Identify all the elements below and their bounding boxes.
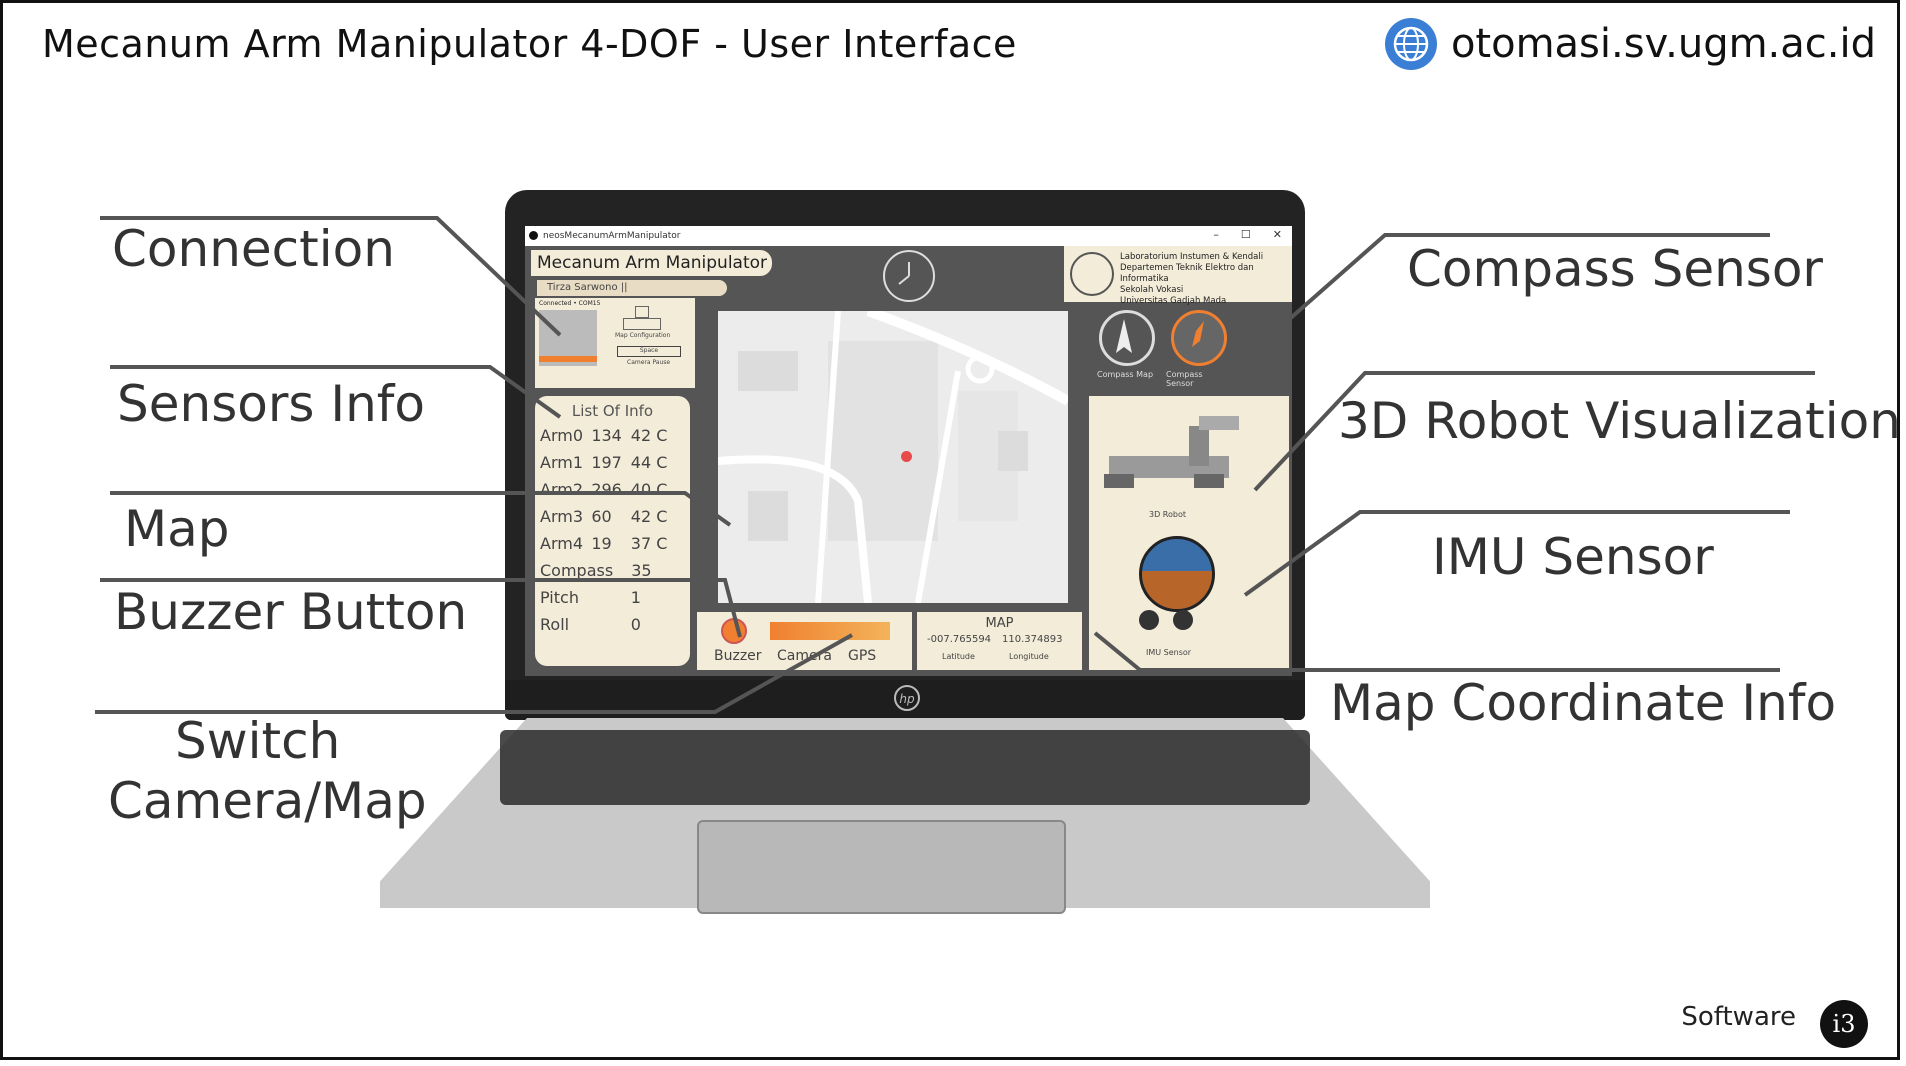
callout-switch-line2: Camera/Map [108, 772, 427, 830]
callout-switch-line1: Switch [175, 712, 341, 770]
compass-map-icon [1099, 310, 1155, 366]
compass-panel: Compass Map Compass Sensor [1089, 310, 1229, 390]
callout-compass-sensor: Compass Sensor [1407, 240, 1823, 298]
keyboard [500, 730, 1310, 805]
page-title: Mecanum Arm Manipulator 4-DOF - User Int… [42, 22, 1017, 66]
port-selected[interactable] [539, 356, 597, 362]
callout-buzzer-button: Buzzer Button [114, 583, 468, 641]
app-icon [529, 231, 538, 240]
key-w[interactable] [635, 306, 649, 318]
robot-visualization-panel: 3D Robot IMU Sensor [1089, 396, 1289, 670]
buzzer-label: Buzzer [714, 648, 762, 664]
footer-software: Software [1681, 1002, 1796, 1032]
app-screen: neosMecanumArmManipulator – ☐ ✕ Mecanum … [525, 226, 1292, 676]
brand-logo: i3 [1820, 1000, 1868, 1048]
roll-gauge [1139, 610, 1159, 630]
minimize-icon[interactable]: – [1213, 228, 1219, 241]
map-marker [901, 451, 912, 462]
university-logo [1070, 252, 1114, 296]
connection-status: Connected • COM15 [539, 300, 601, 307]
callout-connection: Connection [112, 220, 395, 278]
compass-sensor-label: Compass Sensor [1166, 370, 1203, 388]
space-key[interactable]: Space [617, 346, 681, 357]
maximize-icon[interactable]: ☐ [1240, 228, 1251, 241]
website-url[interactable]: otomasi.sv.ugm.ac.id [1450, 21, 1876, 67]
website-header: otomasi.sv.ugm.ac.id [1384, 18, 1876, 70]
window-title: neosMecanumArmManipulator [543, 231, 681, 241]
latitude-label: Latitude [942, 652, 975, 661]
map-view[interactable] [718, 311, 1068, 603]
app-header-title: Mecanum Arm Manipulator [531, 250, 772, 276]
camera-pause-label: Camera Pause [627, 359, 671, 366]
connection-panel: Connected • COM15 Map Configuration Spac… [535, 298, 695, 388]
touchpad [697, 820, 1066, 914]
callout-map-coord: Map Coordinate Info [1330, 674, 1837, 732]
close-icon[interactable]: ✕ [1272, 228, 1282, 241]
longitude-value: 110.374893 [1002, 634, 1063, 645]
globe-icon [1384, 18, 1437, 70]
callout-robot-viz: 3D Robot Visualization [1338, 392, 1901, 450]
map-coord-title: MAP [985, 616, 1014, 631]
lab-info-panel: Laboratorium Instumen & Kendali Departem… [1064, 246, 1292, 306]
callout-sensors-info: Sensors Info [117, 375, 425, 433]
map-coordinate-panel: MAP -007.765594 110.374893 Latitude Long… [917, 612, 1082, 670]
control-bar: Buzzer Camera GPS [697, 612, 912, 670]
info-list-title: List Of Info [571, 402, 654, 420]
robot-model [1104, 416, 1239, 488]
lab-line: Laboratorium Instumen & Kendali [1120, 252, 1264, 262]
pitch-gauge [1173, 610, 1193, 630]
camera-gps-switch[interactable] [770, 622, 890, 640]
port-list[interactable] [539, 310, 597, 366]
svg-text:hp: hp [899, 692, 915, 706]
imu-label: IMU Sensor [1146, 648, 1192, 657]
latitude-value: -007.765594 [927, 634, 992, 645]
compass-map-label: Compass Map [1097, 370, 1154, 379]
window-titlebar: neosMecanumArmManipulator – ☐ ✕ [525, 226, 1292, 246]
map-config-label: Map Configuration [615, 332, 671, 339]
map-streets [718, 311, 1068, 603]
clock-icon [883, 250, 935, 302]
robot-label: 3D Robot [1149, 510, 1186, 519]
key-asd[interactable] [623, 318, 661, 330]
compass-sensor-icon [1171, 310, 1227, 366]
callout-imu-sensor: IMU Sensor [1432, 528, 1714, 586]
lab-line: Sekolah Vokasi [1120, 285, 1184, 295]
callout-map: Map [124, 500, 230, 558]
gps-label: GPS [848, 648, 877, 664]
buzzer-button[interactable] [721, 618, 747, 644]
lab-line: Departemen Teknik Elektro dan Informatik… [1120, 263, 1254, 284]
longitude-label: Longitude [1009, 652, 1049, 661]
lab-line: Universitas Gadjah Mada [1120, 296, 1227, 306]
